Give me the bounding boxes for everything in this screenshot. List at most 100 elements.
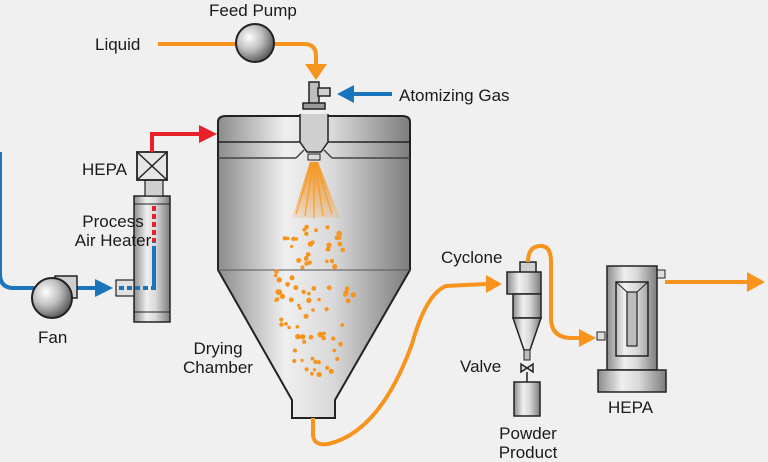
powder-product-container — [513, 381, 541, 417]
hepa-inlet-arrow — [579, 329, 596, 347]
droplet — [317, 331, 324, 338]
droplet — [304, 257, 308, 262]
droplet — [274, 269, 279, 274]
feed-pump — [235, 23, 275, 63]
droplet — [316, 360, 321, 365]
droplet — [288, 297, 294, 303]
drying-chamber — [217, 114, 411, 419]
droplet — [304, 367, 309, 372]
droplet — [314, 228, 318, 233]
droplet — [279, 322, 284, 327]
droplet — [291, 236, 296, 241]
droplet — [334, 235, 340, 241]
droplet — [284, 322, 288, 326]
droplet — [325, 246, 331, 252]
hepa-outlet-filter — [596, 265, 667, 393]
droplet — [285, 236, 290, 241]
droplet — [303, 313, 309, 319]
droplet — [311, 308, 315, 312]
droplet — [340, 323, 345, 327]
droplet — [332, 348, 337, 353]
droplet — [321, 335, 326, 341]
fan-label: Fan — [38, 328, 68, 347]
droplet — [304, 261, 309, 266]
hot-air-line — [150, 132, 200, 152]
cyclone-label: Cyclone — [441, 248, 503, 267]
droplet — [325, 225, 330, 230]
droplet — [318, 372, 322, 377]
droplet — [307, 291, 311, 296]
droplet — [324, 307, 329, 312]
droplet — [297, 303, 301, 307]
product-label-line2: Product — [498, 443, 558, 462]
droplet — [340, 247, 346, 253]
droplet — [305, 252, 311, 257]
droplet — [273, 273, 278, 278]
droplet — [279, 317, 284, 322]
droplet — [317, 297, 321, 302]
droplet — [311, 286, 317, 291]
droplet — [301, 289, 306, 295]
droplet — [345, 298, 351, 304]
droplet — [292, 358, 297, 364]
product-label-line1: Powder — [499, 424, 557, 443]
fan-outlet-arrow — [95, 279, 113, 297]
droplet — [285, 281, 290, 287]
droplet — [326, 242, 332, 248]
droplet — [335, 356, 340, 362]
cyclone-inlet-arrow — [486, 275, 502, 293]
droplet — [300, 358, 304, 362]
droplet — [282, 236, 287, 241]
droplet — [328, 368, 334, 374]
droplet — [298, 306, 302, 310]
droplet — [294, 237, 299, 241]
droplet — [293, 285, 299, 291]
exhaust-arrow — [747, 272, 765, 292]
droplet — [338, 341, 343, 347]
droplet — [326, 285, 332, 291]
droplet — [325, 259, 329, 264]
atomizing-gas-arrow — [337, 85, 354, 103]
droplet — [310, 240, 315, 245]
droplet — [289, 275, 295, 281]
droplet — [300, 334, 306, 340]
droplet — [304, 231, 309, 236]
droplet — [293, 348, 297, 353]
spray-cone — [292, 162, 340, 218]
droplet — [295, 325, 300, 329]
chamber-label-line2: Chamber — [183, 358, 253, 377]
droplet — [337, 241, 343, 247]
cyclone — [506, 261, 543, 361]
hepa-inlet-filter — [136, 151, 168, 197]
droplet — [332, 264, 338, 270]
spray-streaks — [295, 162, 333, 218]
hepa-inlet-label: HEPA — [82, 160, 128, 179]
droplet — [275, 297, 280, 302]
liquid-label: Liquid — [95, 35, 141, 54]
chamber-label-line1: Drying — [193, 339, 243, 358]
droplet — [310, 356, 315, 361]
droplet — [296, 258, 302, 263]
droplet — [295, 333, 301, 340]
droplet — [331, 336, 336, 341]
valve-label: Valve — [460, 357, 502, 376]
droplet — [343, 290, 349, 296]
droplet — [300, 265, 305, 270]
process-air-heater — [115, 195, 171, 323]
droplet — [308, 334, 314, 340]
droplet — [287, 325, 291, 330]
droplet — [336, 230, 343, 237]
hot-air-arrow — [199, 125, 217, 143]
droplet — [276, 277, 282, 283]
droplet — [337, 236, 342, 240]
hepa-outlet-label: HEPA — [608, 398, 654, 417]
heater-label: Process Air Heater — [48, 212, 178, 250]
droplet — [344, 286, 350, 291]
heater-label-line2: Air Heater — [74, 231, 152, 250]
product-transfer-line — [311, 282, 487, 447]
droplet — [275, 289, 282, 295]
valve — [520, 362, 534, 382]
droplet — [325, 365, 330, 370]
fan — [31, 275, 78, 319]
